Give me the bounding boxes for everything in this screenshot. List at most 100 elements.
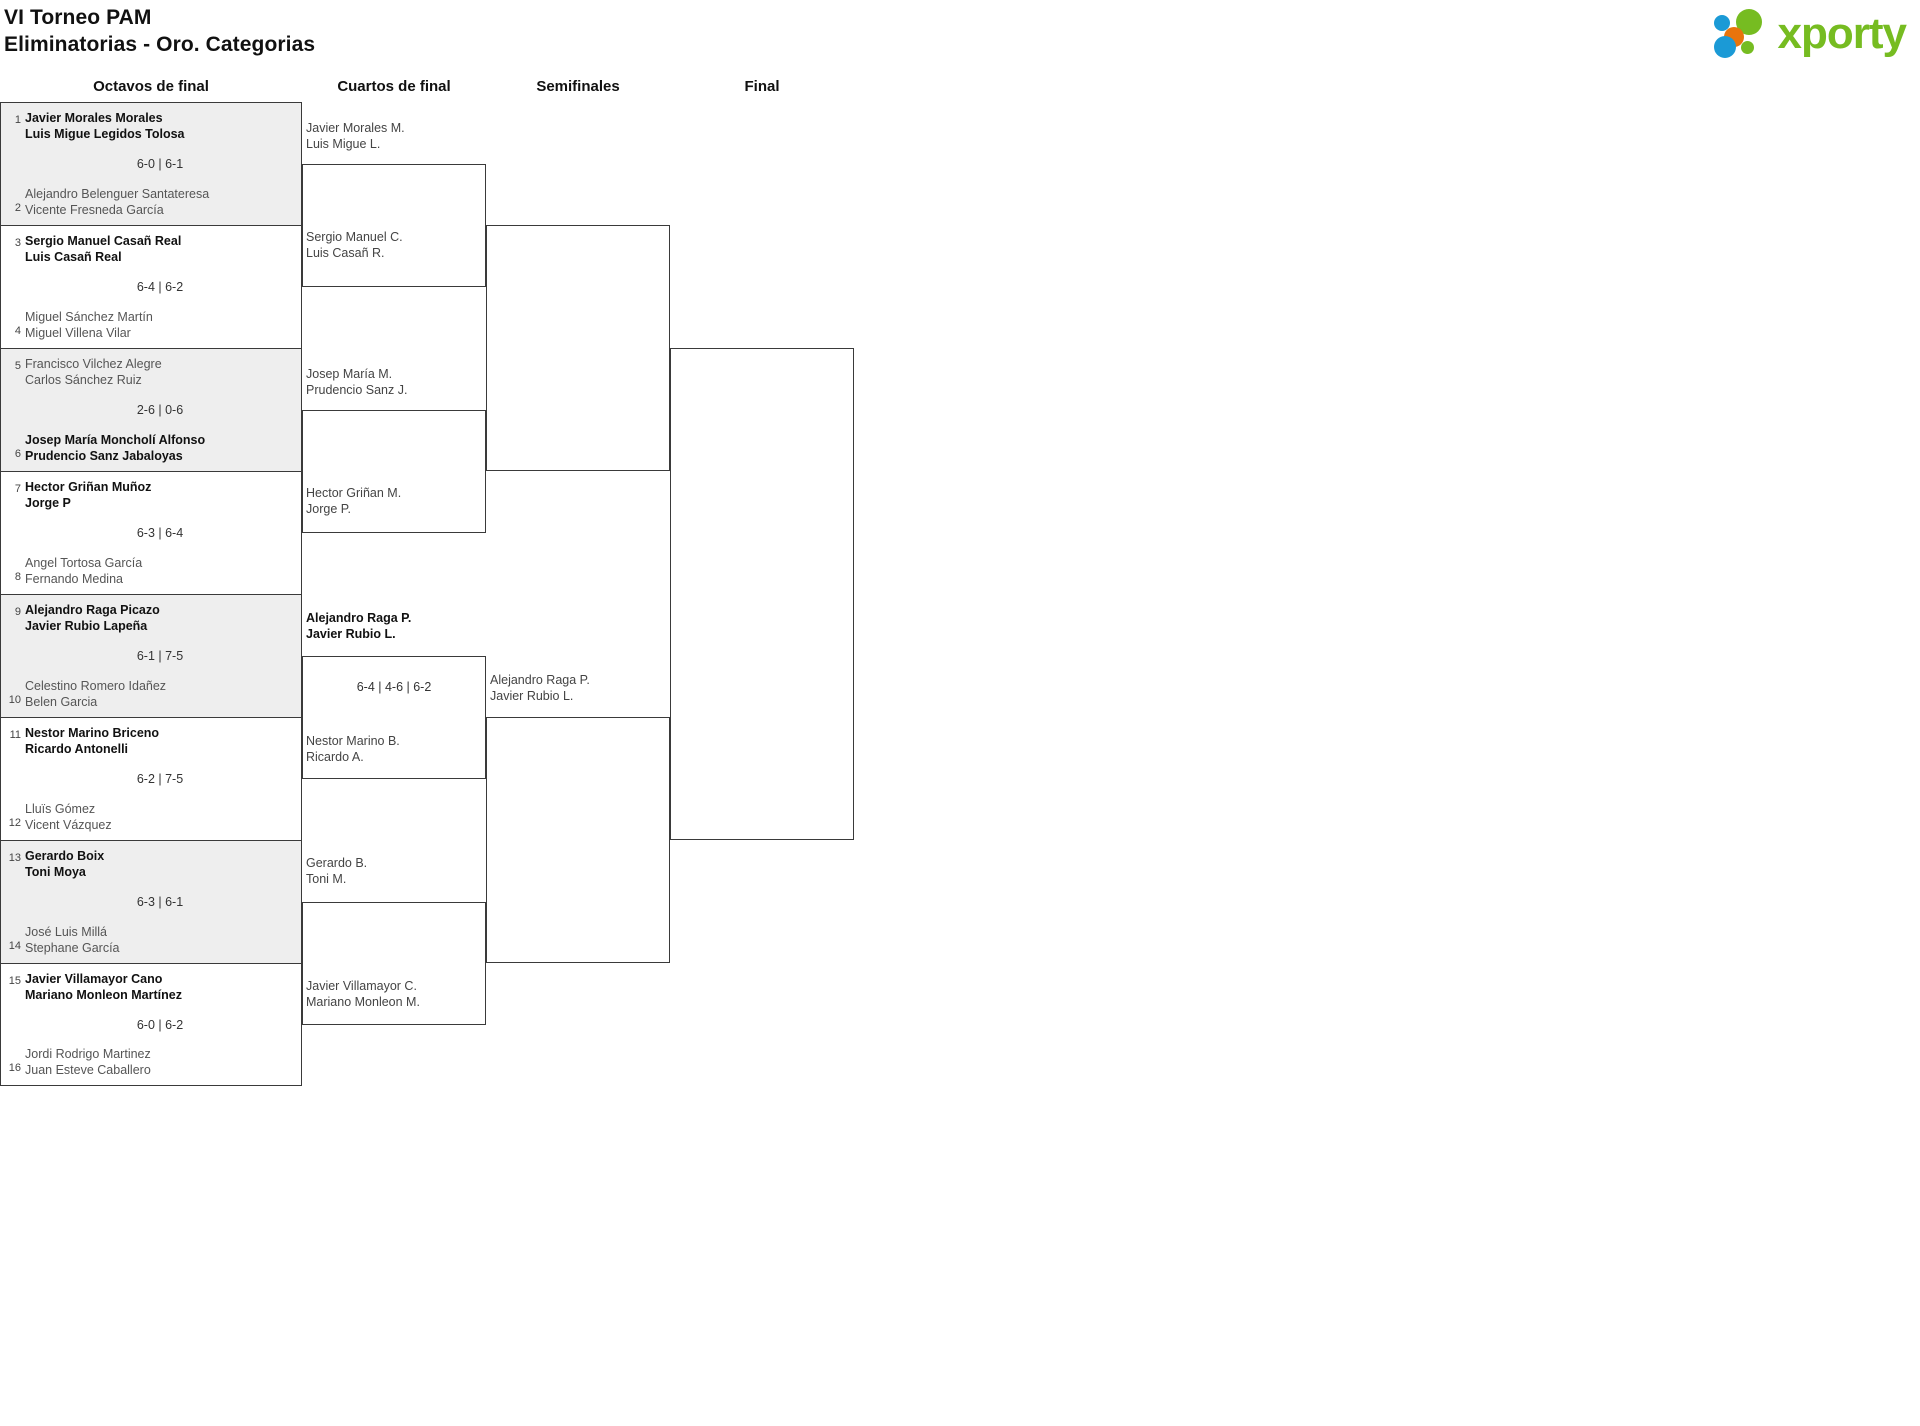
player-name: Javier Villamayor Cano bbox=[25, 972, 163, 986]
team-bottom: Alejandro Belenguer Santateresa Vicente … bbox=[25, 186, 295, 218]
qf-match-score-3: 6-4 | 4-6 | 6-2 bbox=[356, 680, 432, 694]
seed-number: 15 bbox=[8, 975, 21, 987]
qf-team-7: Gerardo B. Toni M. bbox=[306, 855, 367, 887]
player-name: Juan Esteve Caballero bbox=[25, 1063, 151, 1077]
player-name: Belen Garcia bbox=[25, 695, 98, 709]
round-header-final: Final bbox=[744, 78, 780, 95]
team-bottom: Miguel Sánchez Martín Miguel Villena Vil… bbox=[25, 309, 295, 341]
seed-number: 9 bbox=[14, 606, 21, 618]
player-name: Toni M. bbox=[306, 872, 347, 886]
player-name: Javier Morales Morales bbox=[25, 111, 163, 125]
final-bracket-box bbox=[670, 348, 854, 840]
qf-team-1: Javier Morales M. Luis Migue L. bbox=[306, 120, 405, 152]
seed-number: 3 bbox=[14, 237, 21, 249]
team-top: Sergio Manuel Casañ Real Luis Casañ Real bbox=[25, 233, 295, 265]
player-name: Nestor Marino B. bbox=[306, 734, 400, 748]
player-name: Fernando Medina bbox=[25, 572, 123, 586]
xporty-logo[interactable]: xporty bbox=[1713, 6, 1907, 62]
team-top: Javier Morales Morales Luis Migue Legido… bbox=[25, 110, 295, 142]
r16-match-2[interactable]: 3 Sergio Manuel Casañ Real Luis Casañ Re… bbox=[0, 225, 302, 348]
qf-bracket-box-2 bbox=[302, 409, 486, 533]
qf-team-6: Nestor Marino B. Ricardo A. bbox=[306, 733, 400, 765]
player-name: Javier Morales M. bbox=[306, 121, 405, 135]
seed-number: 1 bbox=[14, 114, 21, 126]
team-top: Francisco Vilchez Alegre Carlos Sánchez … bbox=[25, 356, 295, 388]
qf-team-5: Alejandro Raga P. Javier Rubio L. bbox=[306, 610, 411, 642]
player-name: Luis Casañ R. bbox=[306, 246, 385, 260]
team-top: Javier Villamayor Cano Mariano Monleon M… bbox=[25, 971, 295, 1003]
match-score: 6-3 | 6-1 bbox=[136, 895, 184, 909]
match-score: 6-0 | 6-2 bbox=[136, 1017, 184, 1032]
r16-match-7[interactable]: 13 Gerardo Boix Toni Moya 6-3 | 6-1 14 J… bbox=[0, 840, 302, 963]
round-header-semifinales: Semifinales bbox=[536, 78, 620, 95]
seed-number: 11 bbox=[9, 729, 21, 741]
seed-number: 4 bbox=[14, 325, 21, 337]
logo-wordmark: xporty bbox=[1777, 9, 1907, 58]
player-name: Toni Moya bbox=[25, 865, 86, 879]
tournament-subtitle: Eliminatorias - Oro. Categorias bbox=[4, 33, 316, 56]
team-bottom: Lluïs Gómez Vicent Vázquez bbox=[25, 801, 295, 833]
match-score: 6-1 | 7-5 bbox=[136, 649, 184, 663]
player-name: Sergio Manuel C. bbox=[306, 230, 403, 244]
xporty-dots-icon bbox=[1713, 9, 1770, 59]
match-score: 6-3 | 6-4 bbox=[136, 526, 184, 540]
team-top: Gerardo Boix Toni Moya bbox=[25, 848, 295, 880]
seed-number: 2 bbox=[14, 202, 21, 214]
player-name: Miguel Villena Vilar bbox=[25, 326, 131, 340]
bracket-canvas: 1 Javier Morales Morales Luis Migue Legi… bbox=[0, 102, 1920, 1086]
match-score: 6-4 | 6-2 bbox=[136, 280, 184, 294]
team-top: Nestor Marino Briceno Ricardo Antonelli bbox=[25, 725, 295, 757]
player-name: Javier Rubio L. bbox=[490, 689, 574, 703]
player-name: Alejandro Raga Picazo bbox=[25, 603, 160, 617]
player-name: Prudencio Sanz J. bbox=[306, 383, 408, 397]
r16-match-6[interactable]: 11 Nestor Marino Briceno Ricardo Antonel… bbox=[0, 717, 302, 840]
player-name: Lluïs Gómez bbox=[25, 802, 96, 816]
player-name: Celestino Romero Idañez bbox=[25, 679, 167, 693]
player-name: Angel Tortosa García bbox=[25, 556, 143, 570]
player-name: Hector Griñan M. bbox=[306, 486, 402, 500]
player-name: Stephane García bbox=[25, 941, 120, 955]
team-top: Hector Griñan Muñoz Jorge P bbox=[25, 479, 295, 511]
player-name: Gerardo Boix bbox=[25, 849, 105, 863]
team-bottom: Jordi Rodrigo Martinez Juan Esteve Cabal… bbox=[25, 1046, 295, 1078]
r16-match-8[interactable]: 15 Javier Villamayor Cano Mariano Monleo… bbox=[0, 963, 302, 1086]
player-name: Javier Villamayor C. bbox=[306, 979, 417, 993]
r16-match-1[interactable]: 1 Javier Morales Morales Luis Migue Legi… bbox=[0, 102, 302, 225]
qf-team-2: Sergio Manuel C. Luis Casañ R. bbox=[306, 229, 403, 261]
seed-number: 10 bbox=[8, 694, 21, 706]
round-header-cuartos: Cuartos de final bbox=[337, 78, 451, 95]
round-header-octavos: Octavos de final bbox=[93, 78, 209, 95]
seed-number: 8 bbox=[14, 571, 21, 583]
match-score: 6-0 | 6-1 bbox=[136, 157, 184, 171]
player-name: Ricardo A. bbox=[306, 750, 364, 764]
player-name: Jorge P. bbox=[306, 502, 351, 516]
player-name: Miguel Sánchez Martín bbox=[25, 310, 153, 324]
r16-match-4[interactable]: 7 Hector Griñan Muñoz Jorge P 6-3 | 6-4 … bbox=[0, 471, 302, 594]
player-name: Francisco Vilchez Alegre bbox=[25, 357, 162, 371]
player-name: Luis Migue Legidos Tolosa bbox=[25, 127, 185, 141]
player-name: Mariano Monleon M. bbox=[306, 995, 420, 1009]
team-bottom: Celestino Romero Idañez Belen Garcia bbox=[25, 678, 295, 710]
sf-bracket-box-1 bbox=[486, 225, 670, 471]
qf-bracket-box-1 bbox=[302, 163, 486, 287]
player-name: Alejandro Belenguer Santateresa bbox=[25, 187, 210, 201]
player-name: Nestor Marino Briceno bbox=[25, 726, 160, 740]
player-name: Jordi Rodrigo Martinez bbox=[25, 1047, 151, 1061]
player-name: José Luis Millá bbox=[25, 925, 107, 939]
player-name: Carlos Sánchez Ruiz bbox=[25, 373, 142, 387]
player-name: Hector Griñan Muñoz bbox=[25, 480, 152, 494]
player-name: Josep María M. bbox=[306, 367, 393, 381]
seed-number: 6 bbox=[14, 448, 21, 460]
match-score: 2-6 | 0-6 bbox=[136, 403, 184, 417]
r16-match-3[interactable]: 5 Francisco Vilchez Alegre Carlos Sánche… bbox=[0, 348, 302, 471]
player-name: Alejandro Raga P. bbox=[490, 673, 590, 687]
player-name: Luis Casañ Real bbox=[25, 250, 122, 264]
player-name: Ricardo Antonelli bbox=[25, 742, 129, 756]
seed-number: 5 bbox=[14, 360, 21, 372]
seed-number: 16 bbox=[8, 1062, 21, 1074]
seed-number: 7 bbox=[14, 483, 21, 495]
r16-match-5[interactable]: 9 Alejandro Raga Picazo Javier Rubio Lap… bbox=[0, 594, 302, 717]
player-name: Vicent Vázquez bbox=[25, 818, 112, 832]
page-title: VI Torneo PAM Eliminatorias - Oro. Categ… bbox=[4, 4, 315, 58]
